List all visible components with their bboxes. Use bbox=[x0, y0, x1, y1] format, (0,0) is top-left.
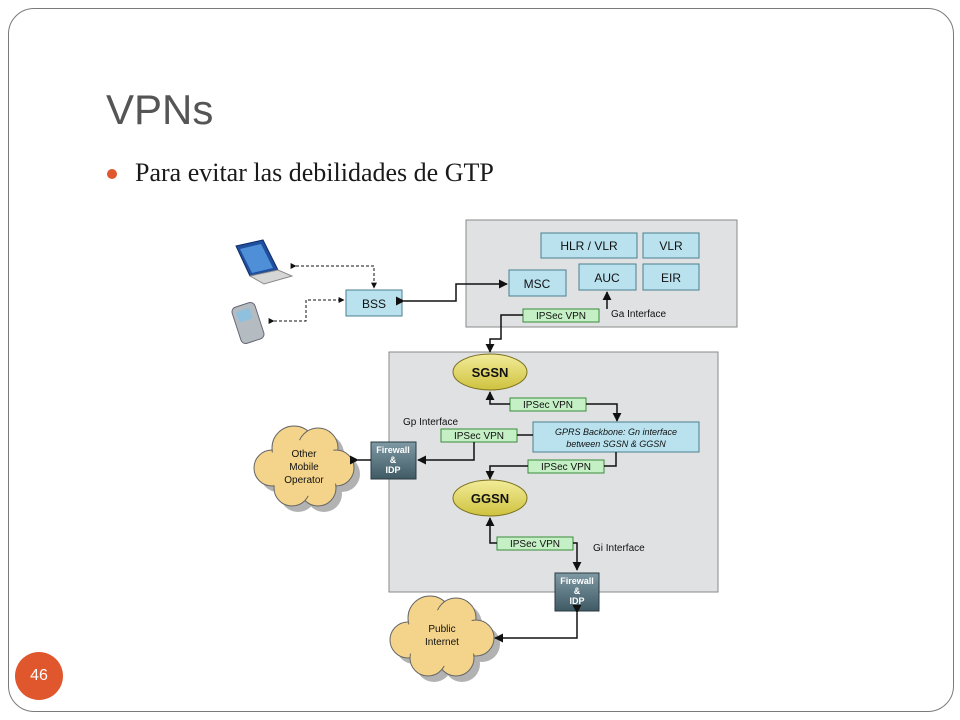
svg-text:&: & bbox=[574, 586, 581, 596]
ga-interface-label: Ga Interface bbox=[611, 309, 666, 320]
svg-text:Other: Other bbox=[291, 449, 317, 460]
svg-text:Firewall: Firewall bbox=[560, 576, 594, 586]
gi-interface-label: Gi Interface bbox=[593, 543, 645, 554]
ggsn-node: GGSN bbox=[452, 479, 528, 517]
svg-text:GPRS Backbone: Gn interface: GPRS Backbone: Gn interface bbox=[555, 427, 677, 437]
svg-text:EIR: EIR bbox=[661, 271, 681, 285]
ipsec-vpn-ggsn: IPSec VPN bbox=[527, 459, 605, 474]
firewall-gi: Firewall & IDP bbox=[554, 572, 600, 612]
eir-node: EIR bbox=[642, 263, 700, 291]
svg-text:Mobile: Mobile bbox=[289, 462, 319, 473]
svg-text:IPSec VPN: IPSec VPN bbox=[510, 539, 560, 550]
svg-text:HLR / VLR: HLR / VLR bbox=[560, 239, 618, 253]
svg-text:&: & bbox=[390, 455, 397, 465]
svg-text:IPSec VPN: IPSec VPN bbox=[454, 431, 504, 442]
mobile-phone-icon bbox=[231, 302, 265, 344]
public-internet-cloud: Public Internet bbox=[389, 595, 500, 682]
bullet-text: Para evitar las debilidades de GTP bbox=[135, 158, 494, 187]
ipsec-vpn-gp: IPSec VPN bbox=[440, 428, 518, 443]
bullet-marker bbox=[107, 169, 117, 179]
page-number-badge: 46 bbox=[15, 652, 63, 700]
auc-node: AUC bbox=[578, 263, 637, 291]
slide-title: VPNs bbox=[106, 86, 214, 133]
svg-text:Internet: Internet bbox=[425, 637, 459, 648]
svg-text:SGSN: SGSN bbox=[472, 365, 509, 380]
ipsec-vpn-gi: IPSec VPN bbox=[496, 536, 574, 551]
svg-text:IPSec VPN: IPSec VPN bbox=[523, 400, 573, 411]
svg-text:IDP: IDP bbox=[385, 465, 400, 475]
svg-text:between SGSN & GGSN: between SGSN & GGSN bbox=[566, 439, 666, 449]
ipsec-vpn-sgsn: IPSec VPN bbox=[509, 397, 587, 412]
gp-interface-label: Gp Interface bbox=[403, 417, 458, 428]
svg-text:Firewall: Firewall bbox=[376, 445, 410, 455]
svg-text:AUC: AUC bbox=[594, 271, 620, 285]
svg-text:IPSec VPN: IPSec VPN bbox=[541, 462, 591, 473]
hlr-vlr-node: HLR / VLR bbox=[540, 232, 638, 259]
svg-text:GGSN: GGSN bbox=[471, 491, 509, 506]
firewall-gp: Firewall & IDP bbox=[370, 441, 417, 480]
other-operator-cloud: Other Mobile Operator bbox=[253, 425, 360, 512]
sgsn-node: SGSN bbox=[452, 353, 528, 391]
bss-node: BSS bbox=[345, 289, 403, 317]
svg-text:IDP: IDP bbox=[569, 596, 584, 606]
gprs-backbone: GPRS Backbone: Gn interface between SGSN… bbox=[532, 421, 700, 453]
svg-text:Operator: Operator bbox=[284, 475, 324, 486]
svg-text:VLR: VLR bbox=[659, 239, 683, 253]
svg-text:MSC: MSC bbox=[524, 277, 551, 291]
ipsec-vpn-ga: IPSec VPN bbox=[522, 308, 600, 323]
laptop-icon bbox=[235, 239, 294, 285]
svg-text:IPSec VPN: IPSec VPN bbox=[536, 311, 586, 322]
msc-node: MSC bbox=[508, 269, 567, 297]
svg-text:BSS: BSS bbox=[362, 297, 386, 311]
svg-text:Public: Public bbox=[428, 624, 455, 635]
vlr-node: VLR bbox=[642, 232, 700, 259]
